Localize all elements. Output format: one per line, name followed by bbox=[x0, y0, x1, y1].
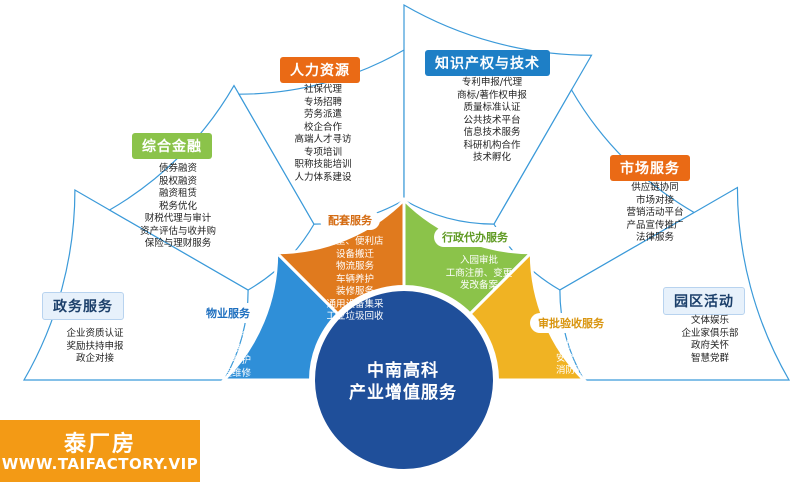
list-item: 高端人才寻访 bbox=[294, 134, 352, 145]
list-item: 奖励扶持申报 bbox=[66, 340, 124, 352]
list-item: 专场招聘 bbox=[303, 96, 342, 108]
list-item: 财税代理与审计 bbox=[144, 213, 212, 224]
outer-title-hr: 人力资源 bbox=[280, 57, 360, 83]
list-item: 食堂、便利店 bbox=[326, 236, 384, 247]
outer-items-hr: 社保代理 专场招聘 劳务派遣 校企合作 高端人才寻访 专项培训 职称技能培训 人… bbox=[268, 84, 378, 184]
outer-title-ip-tech: 知识产权与技术 bbox=[425, 50, 550, 76]
list-item: 营销活动平台 bbox=[626, 207, 684, 218]
inner-title-property: 物业服务 bbox=[198, 303, 258, 323]
list-item: 法律服务 bbox=[635, 232, 674, 243]
list-item: 供应链协同 bbox=[631, 182, 679, 193]
list-item: 人力体系建设 bbox=[294, 171, 352, 183]
list-item: 入园审批 bbox=[459, 255, 498, 266]
list-item: 公共技术平台 bbox=[463, 114, 521, 126]
list-item: 通用设备集采 bbox=[326, 298, 384, 310]
list-item: 绿化养护 bbox=[212, 355, 251, 366]
list-item: 技术孵化 bbox=[472, 152, 511, 163]
list-item: 债券融资 bbox=[158, 163, 197, 174]
list-item: 保险与理财服务 bbox=[144, 238, 212, 249]
list-item: 专利申报/代理 bbox=[461, 77, 523, 88]
list-item: 安全评价 bbox=[555, 352, 594, 364]
outer-title-park: 园区活动 bbox=[663, 287, 745, 315]
list-item: 股权融资 bbox=[158, 175, 197, 187]
list-item: 市场对接 bbox=[635, 194, 674, 206]
outer-items-government: 企业资质认证 奖励扶持申报 政企对接 bbox=[40, 328, 150, 366]
inner-items-admin-agency: 入园审批 工商注册、变更 发改备案 bbox=[424, 255, 534, 293]
brand-url[interactable]: WWW.TAIFACTORY.VIP bbox=[1, 455, 199, 473]
list-item: 智慧党群 bbox=[690, 352, 729, 364]
center-label: 中南高科 产业增值服务 bbox=[318, 360, 488, 404]
list-item: 工业垃圾回收 bbox=[326, 311, 384, 322]
center-circle bbox=[309, 285, 499, 475]
inner-items-supporting: 食堂、便利店 设备搬迁 物流服务 车辆养护 装修服务 通用设备集采 工业垃圾回收 bbox=[305, 236, 405, 324]
outer-items-park: 文体娱乐 企业家俱乐部 政府关怀 智慧党群 bbox=[660, 315, 760, 365]
inner-items-property: 保洁服务 秩序维护 绿化养护 工程维修 bbox=[192, 330, 272, 380]
list-item: 商标/著作权申报 bbox=[457, 89, 527, 101]
list-item: 消防验收 bbox=[555, 365, 594, 376]
outer-title-market: 市场服务 bbox=[610, 155, 690, 181]
list-item: 装修服务 bbox=[335, 286, 374, 297]
list-item: 信息技术服务 bbox=[463, 127, 521, 138]
list-item: 设备搬迁 bbox=[335, 248, 374, 260]
list-item: 保洁服务 bbox=[212, 330, 251, 341]
list-item: 产品宣传推广 bbox=[626, 219, 684, 231]
list-item: 税务优化 bbox=[158, 200, 197, 212]
outer-items-market: 供应链协同 市场对接 营销活动平台 产品宣传推广 法律服务 bbox=[600, 182, 710, 245]
inner-title-supporting: 配套服务 bbox=[320, 210, 380, 230]
outer-items-ip-tech: 专利申报/代理 商标/著作权申报 质量标准认证 公共技术平台 信息技术服务 科研… bbox=[432, 77, 552, 165]
outer-sector-government bbox=[22, 188, 249, 381]
list-item: 工程维修 bbox=[212, 367, 251, 379]
inner-title-admin-agency: 行政代办服务 bbox=[434, 227, 516, 247]
list-item: 秩序维护 bbox=[212, 342, 251, 354]
list-item: 社保代理 bbox=[303, 84, 342, 95]
brand-name: 泰厂房 bbox=[63, 432, 136, 457]
list-item: 科研机构合作 bbox=[463, 139, 521, 151]
list-item: 劳务派遣 bbox=[303, 109, 342, 120]
list-item: 企业资质认证 bbox=[66, 328, 124, 339]
list-item: 质量标准认证 bbox=[463, 102, 521, 113]
list-item: 政企对接 bbox=[75, 353, 114, 364]
center-line-1: 中南高科 bbox=[367, 361, 439, 381]
list-item: 资产评估与收并购 bbox=[139, 225, 216, 237]
list-item: 车辆养护 bbox=[335, 273, 374, 285]
list-item: 环境评价 bbox=[555, 340, 594, 351]
list-item: 专项培训 bbox=[303, 146, 342, 158]
list-item: 工商注册、变更 bbox=[445, 267, 513, 279]
inner-title-approval: 审批验收服务 bbox=[530, 313, 612, 333]
outer-title-finance: 综合金融 bbox=[132, 133, 212, 159]
brand-box: 泰厂房 WWW.TAIFACTORY.VIP bbox=[0, 420, 200, 482]
list-item: 政府关怀 bbox=[690, 340, 729, 351]
center-line-2: 产业增值服务 bbox=[349, 383, 457, 403]
list-item: 文体娱乐 bbox=[690, 315, 729, 326]
list-item: 融资租赁 bbox=[158, 188, 197, 199]
list-item: 发改备案 bbox=[459, 280, 498, 291]
outer-title-government: 政务服务 bbox=[42, 292, 124, 320]
inner-items-approval: 环境评价 安全评价 消防验收 bbox=[530, 340, 620, 378]
list-item: 职称技能培训 bbox=[294, 159, 352, 170]
list-item: 校企合作 bbox=[303, 121, 342, 133]
list-item: 物流服务 bbox=[335, 261, 374, 272]
outer-items-finance: 债券融资 股权融资 融资租赁 税务优化 财税代理与审计 资产评估与收并购 保险与… bbox=[118, 163, 238, 251]
list-item: 企业家俱乐部 bbox=[681, 327, 739, 339]
